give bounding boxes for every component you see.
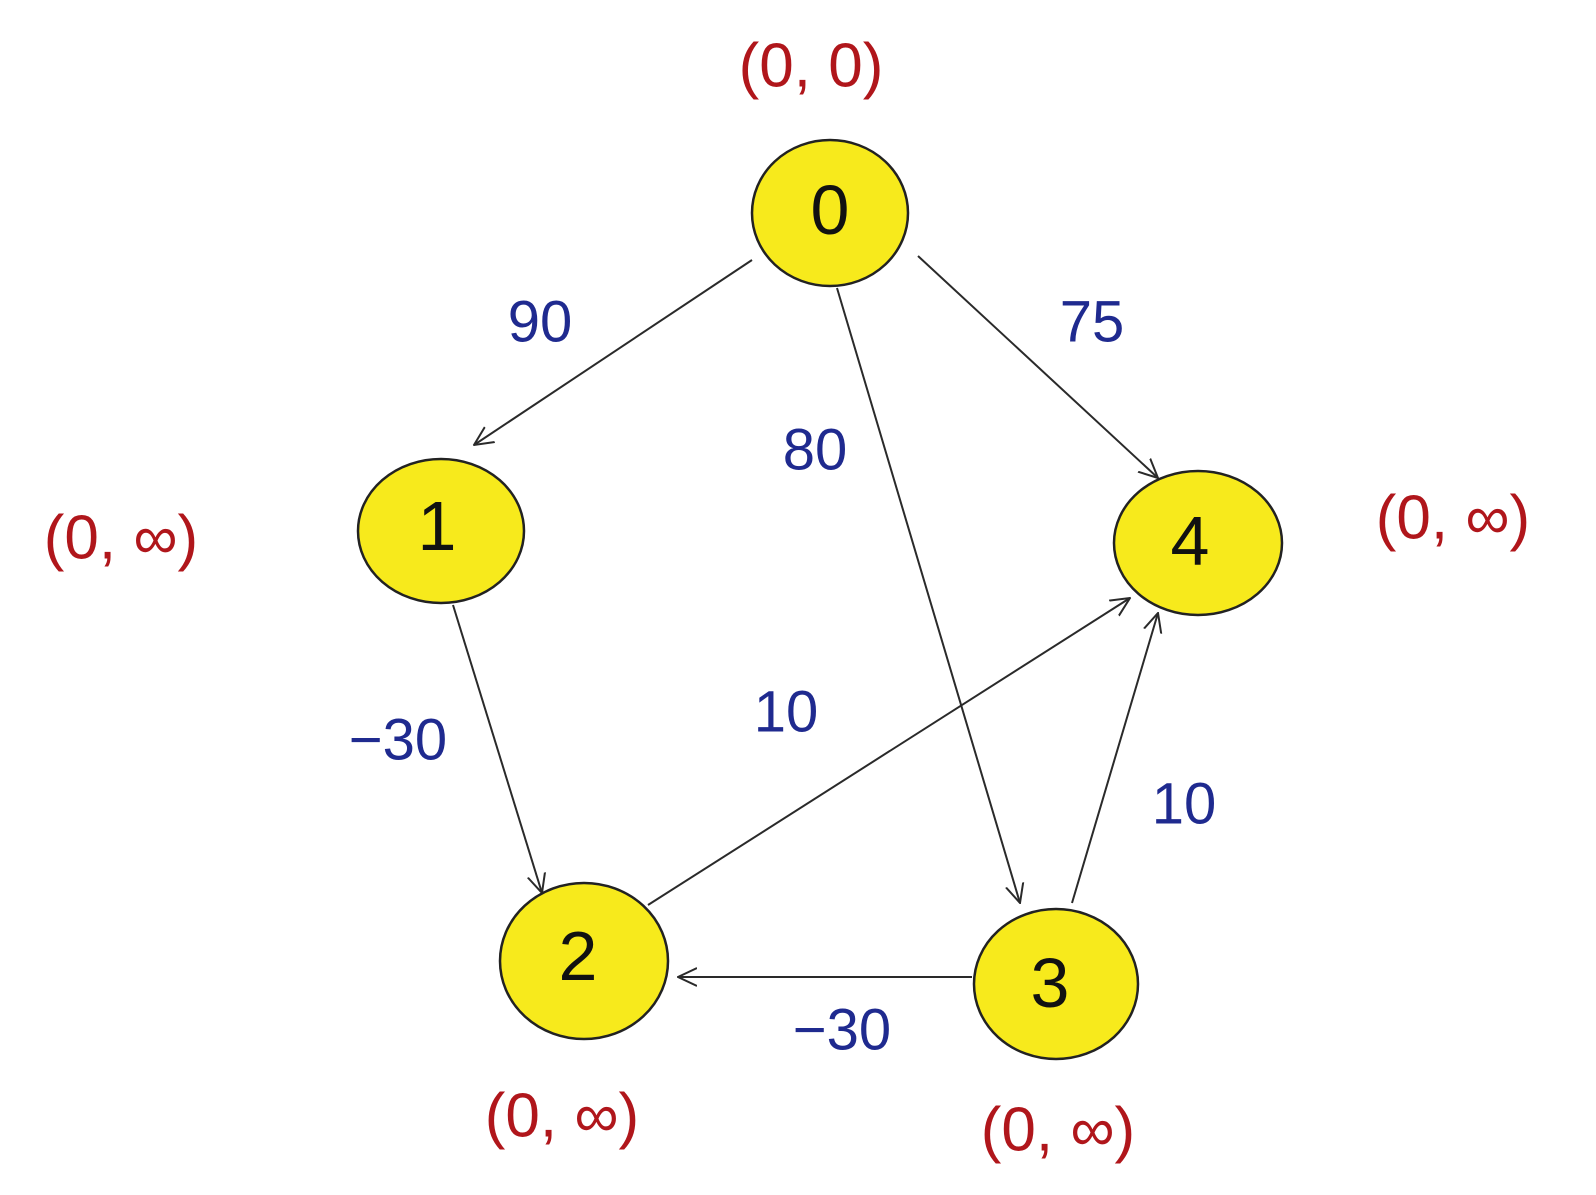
- edge-0-1: [474, 259, 753, 445]
- edge-weight-3-2: −30: [793, 998, 891, 1063]
- edge-weight-3-4: 10: [1152, 772, 1217, 837]
- edge-0-4: [917, 255, 1158, 478]
- edge-weight-0-3: 80: [783, 418, 848, 483]
- node-2-label: 2: [559, 917, 598, 995]
- edge-weight-0-4: 75: [1060, 290, 1125, 355]
- node-3-circle: [972, 907, 1140, 1061]
- edge-2-4: [647, 598, 1130, 906]
- node-3: 3: [972, 907, 1140, 1061]
- edges-layer: [452, 255, 1158, 977]
- edge-3-4: [1071, 613, 1158, 904]
- node-0-circle: [750, 138, 910, 288]
- edge-weight-0-1: 90: [508, 290, 573, 355]
- edge-weights-layer: 90 75 80 −30 10 10 −30: [349, 290, 1216, 1063]
- node-1-state: (0, ∞): [44, 504, 198, 573]
- node-0-state: (0, 0): [739, 32, 884, 101]
- node-1-circle: [356, 457, 526, 605]
- state-labels-layer: (0, 0) (0, ∞) (0, ∞) (0, ∞) (0, ∞): [44, 32, 1530, 1165]
- edge-weight-1-2: −30: [349, 708, 447, 773]
- node-3-state: (0, ∞): [981, 1096, 1135, 1165]
- node-4-circle: [1112, 469, 1284, 617]
- node-4-state: (0, ∞): [1376, 484, 1530, 553]
- node-2-circle: [498, 881, 670, 1041]
- nodes-layer: 0 1 2 3 4: [356, 138, 1284, 1061]
- node-4-label: 4: [1171, 502, 1210, 580]
- node-3-label: 3: [1031, 944, 1070, 1022]
- edge-weight-2-4: 10: [754, 680, 819, 745]
- node-1: 1: [356, 457, 526, 605]
- edge-1-2: [452, 604, 542, 893]
- node-1-label: 1: [418, 487, 457, 565]
- node-4: 4: [1112, 469, 1284, 617]
- node-0-label: 0: [811, 171, 850, 249]
- edge-0-3: [836, 287, 1020, 903]
- node-0: 0: [750, 138, 910, 288]
- node-2: 2: [498, 881, 670, 1041]
- node-2-state: (0, ∞): [485, 1082, 639, 1151]
